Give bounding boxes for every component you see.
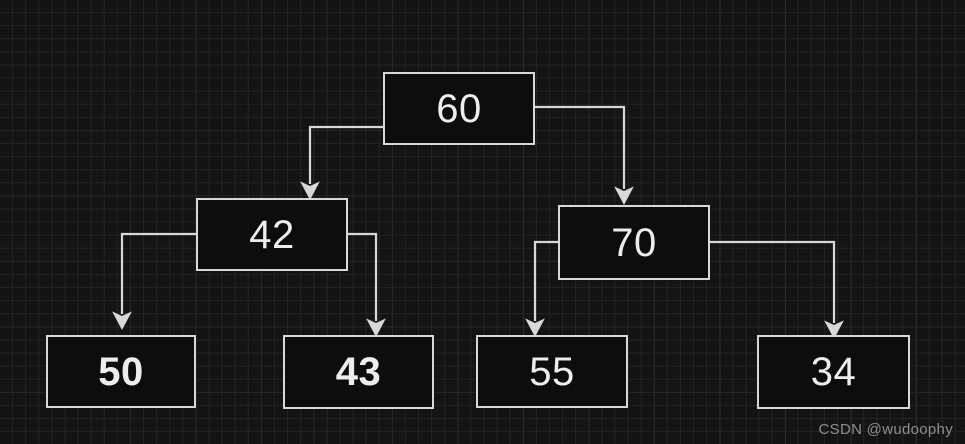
tree-node-label: 50 bbox=[98, 349, 144, 394]
edge-root-to-left bbox=[300, 125, 383, 201]
tree-node-rl[interactable]: 55 bbox=[476, 335, 628, 408]
watermark-label: CSDN @wudoophy bbox=[818, 421, 953, 438]
tree-node-label: 60 bbox=[436, 86, 482, 131]
edge-root-to-right bbox=[535, 105, 634, 206]
tree-node-left[interactable]: 42 bbox=[196, 198, 348, 271]
tree-node-label: 42 bbox=[249, 212, 295, 257]
edge-left-to-ll bbox=[112, 232, 196, 331]
tree-node-ll[interactable]: 50 bbox=[46, 335, 196, 408]
tree-node-right[interactable]: 70 bbox=[558, 205, 710, 280]
edge-right-to-rr bbox=[710, 240, 844, 340]
tree-node-lr[interactable]: 43 bbox=[283, 335, 434, 409]
tree-node-root[interactable]: 60 bbox=[383, 72, 535, 145]
tree-node-label: 34 bbox=[810, 350, 857, 394]
edge-left-to-lr bbox=[348, 232, 386, 338]
tree-node-rr[interactable]: 34 bbox=[757, 335, 910, 409]
tree-node-label: 55 bbox=[529, 349, 575, 394]
edge-right-to-rl bbox=[525, 240, 558, 338]
tree-node-label: 43 bbox=[335, 350, 382, 394]
tree-node-label: 70 bbox=[611, 220, 657, 265]
